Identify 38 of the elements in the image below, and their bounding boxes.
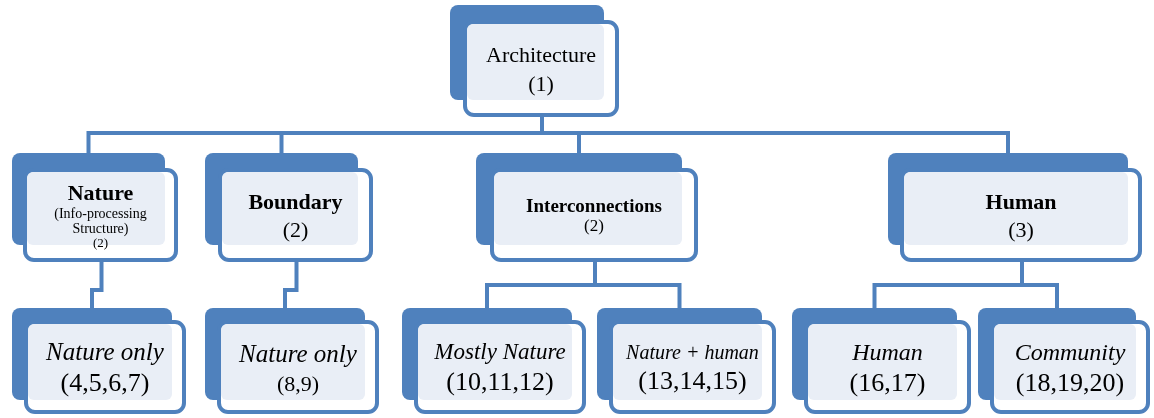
process-box <box>205 153 373 262</box>
process-box <box>978 308 1150 414</box>
node-title: Interconnections <box>526 196 662 218</box>
process-box <box>888 153 1142 262</box>
process-box <box>12 153 178 262</box>
node-text: (10,11,12) <box>446 368 554 397</box>
node-text: (Info-processing Structure) <box>53 205 148 237</box>
node-text: (13,14,15) <box>638 366 747 396</box>
process-box <box>792 308 971 414</box>
node-text: (2) <box>584 217 604 236</box>
process-box <box>597 308 776 414</box>
node-title: Mostly Nature <box>434 339 566 365</box>
connector-line <box>540 117 1010 153</box>
process-box <box>12 308 186 414</box>
process-box <box>402 308 586 414</box>
node-title: Boundary <box>248 189 343 214</box>
process-box <box>476 153 698 262</box>
node-text: (4,5,6,7) <box>60 369 150 399</box>
process-box <box>450 5 619 117</box>
node-text: (3) <box>1008 218 1034 243</box>
node-title: Community <box>1014 338 1126 365</box>
node-text: (16,17) <box>849 368 926 398</box>
node-text: (2) <box>92 236 109 251</box>
node-title: Human <box>985 189 1057 214</box>
node-title: Human <box>852 338 923 365</box>
node-text: (8,9) <box>276 371 320 396</box>
node-text: (18,19,20) <box>1015 368 1125 398</box>
node-title: Nature + human <box>626 340 759 363</box>
connector-line <box>1020 262 1059 308</box>
node-text: (1) <box>528 71 554 96</box>
node-title: Architecture <box>486 43 596 68</box>
node-title: Nature only <box>46 337 164 366</box>
node-text: (2) <box>282 218 309 243</box>
connector-line <box>283 262 299 308</box>
node-title: Nature only <box>239 340 357 368</box>
process-box <box>205 308 379 414</box>
node-title: Nature <box>67 181 134 206</box>
connector-line <box>90 262 104 308</box>
